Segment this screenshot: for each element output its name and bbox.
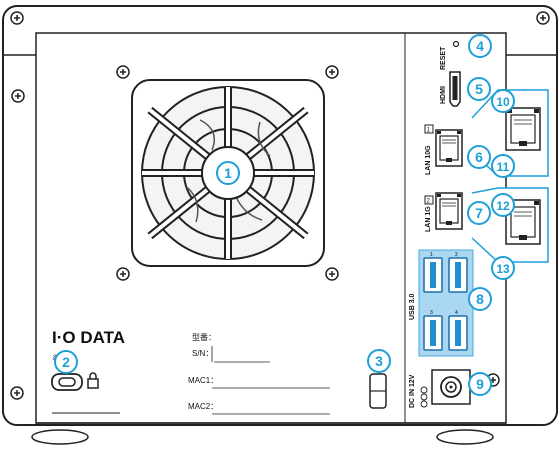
usb-tag-4: 4 (455, 310, 458, 316)
callout-number: 9 (476, 376, 484, 392)
power-button (369, 373, 387, 409)
hdmi-port (449, 71, 461, 107)
usb-tag-1: 1 (430, 252, 433, 258)
brand-logo: I·O DATA (52, 328, 125, 347)
lock-icon (87, 372, 99, 389)
callout-2: 2 (54, 350, 78, 374)
callout-4: 4 (468, 34, 492, 58)
usb-port-2 (448, 257, 468, 293)
fan-screw-br (325, 267, 339, 281)
usb-tag-3: 3 (430, 310, 433, 316)
callout-7: 7 (467, 201, 491, 225)
reset-hole (452, 40, 460, 48)
callout-number: 4 (476, 38, 484, 54)
callout-3: 3 (367, 349, 391, 373)
mac2-label: MAC2： (188, 402, 218, 411)
callout-12: 12 (491, 193, 515, 217)
callout-number: 3 (375, 353, 383, 369)
model-label: 型番： (192, 332, 216, 342)
lan1g-tag: 2 (427, 199, 431, 205)
polarity-icon (420, 386, 428, 408)
dc-in-jack (431, 369, 471, 405)
fan-screw-tr (325, 65, 339, 79)
hdmi-label: HDMI (440, 86, 447, 104)
callout-5: 5 (467, 77, 491, 101)
callout-number: 7 (475, 205, 483, 221)
callout-9: 9 (468, 372, 492, 396)
callout-number: 6 (475, 149, 483, 165)
callout-number: 5 (475, 81, 483, 97)
usb-port-4 (448, 315, 468, 351)
usb-port-1 (423, 257, 443, 293)
lan1g-label: LAN 1G (425, 206, 432, 232)
screw-top-right (536, 11, 550, 25)
lan10g-label: LAN 10G (425, 145, 432, 175)
callout-8: 8 (468, 287, 492, 311)
screw-top-left (10, 11, 24, 25)
callout-10: 10 (491, 89, 515, 113)
foot-left (31, 429, 89, 445)
callout-1: 1 (216, 161, 240, 185)
reset-label: RESET (440, 46, 447, 70)
usb-label: USB 3.0 (409, 293, 416, 320)
mac1-label: MAC1： (188, 376, 218, 385)
screw-bottom-left (10, 386, 24, 400)
callout-number: 1 (224, 165, 232, 181)
callout-number: 13 (496, 262, 510, 276)
callout-6: 6 (467, 145, 491, 169)
callout-number: 10 (496, 95, 510, 109)
fan-screw-tl (116, 65, 130, 79)
callout-number: 8 (476, 291, 484, 307)
callout-11: 11 (491, 154, 515, 178)
dc-in-label: DC IN 12V (409, 374, 416, 408)
foot-right (436, 429, 494, 445)
callout-number: 11 (497, 160, 510, 174)
serial-label: S/N： (192, 349, 213, 358)
fan-screw-bl (116, 267, 130, 281)
usb-tag-2: 2 (455, 252, 458, 258)
callout-13: 13 (491, 256, 515, 280)
lan10g-port (435, 129, 463, 167)
callout-number: 2 (62, 354, 70, 370)
lan10g-tag: 1 (427, 128, 431, 134)
callout-number: 12 (496, 199, 510, 213)
lan1g-port (435, 192, 463, 230)
screw-mid-left (11, 89, 25, 103)
security-lock-slot (51, 373, 83, 391)
usb-port-3 (423, 315, 443, 351)
